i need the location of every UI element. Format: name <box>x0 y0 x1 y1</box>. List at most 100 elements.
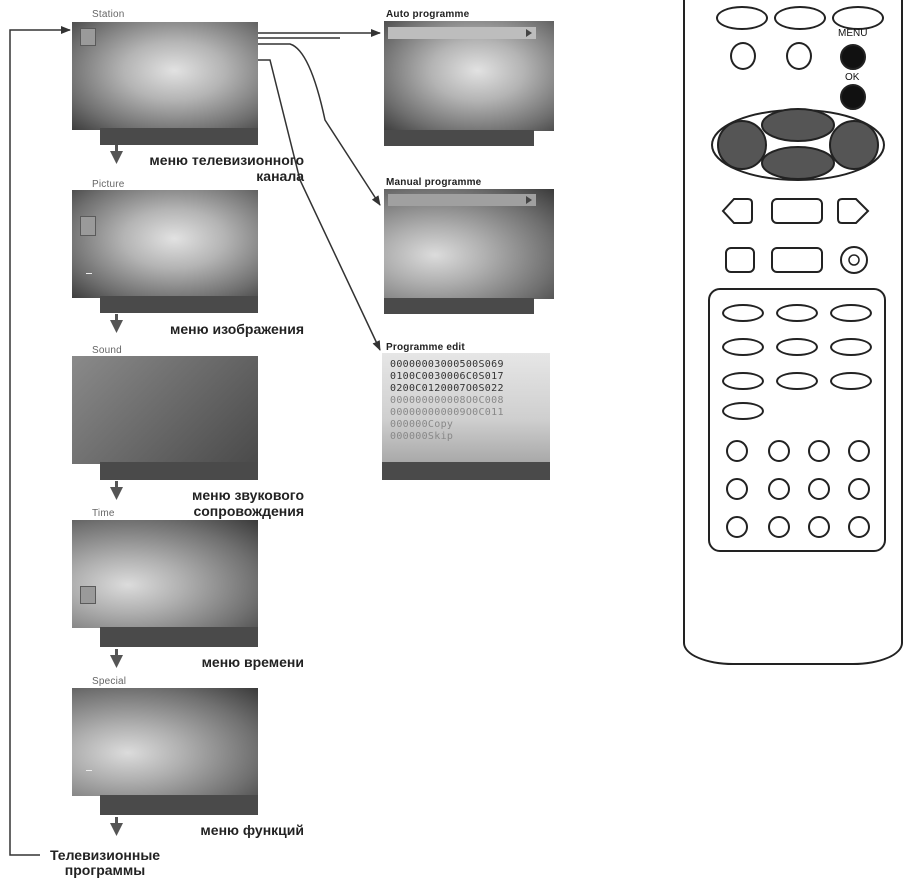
ok-button[interactable] <box>840 84 866 110</box>
nav-right-button <box>829 120 879 170</box>
auto-programme-screen <box>384 21 554 131</box>
remote-top-oval-button-2[interactable] <box>774 6 826 30</box>
menu-label: MENU <box>838 28 868 39</box>
auto-programme-title: Auto programme <box>386 9 470 20</box>
special-menu-screen <box>72 688 258 796</box>
station-menu-caption: меню телевизионного канала <box>149 152 304 184</box>
nav-down-button <box>761 146 835 180</box>
special-screen-title: Special <box>92 676 127 687</box>
pill-button[interactable] <box>722 304 764 322</box>
pill-button[interactable] <box>722 338 764 356</box>
keypad-panel <box>708 288 886 552</box>
programme-edit-list: 00000003000500S069 0100C0030006C0S017 02… <box>390 359 504 443</box>
programme-edit-screen-base <box>382 462 550 480</box>
picture-icon <box>80 216 96 236</box>
time-screen-base <box>100 627 258 647</box>
programme-edit-row: 0200C0120007O0S022 <box>390 383 504 394</box>
loop-back-line <box>9 26 71 856</box>
picture-screen-dash <box>86 273 92 274</box>
auto-programme-screen-base <box>384 130 534 146</box>
keypad-circle-button[interactable] <box>726 516 748 538</box>
manual-programme-highlight <box>388 194 536 206</box>
pill-button[interactable] <box>776 304 818 322</box>
nav-up-button <box>761 108 835 142</box>
down-arrow-time <box>110 649 123 668</box>
ok-label: OK <box>845 72 860 83</box>
station-icon <box>80 28 96 46</box>
keypad-circle-button[interactable] <box>808 516 830 538</box>
pill-button[interactable] <box>830 338 872 356</box>
picture-screen-base <box>100 296 258 313</box>
down-arrow-sound <box>110 481 123 500</box>
keypad-circle-button[interactable] <box>726 440 748 462</box>
programme-edit-title: Programme edit <box>386 342 465 353</box>
station-menu-screen <box>72 22 258 130</box>
arrow-to-programme-edit <box>258 59 381 351</box>
picture-screen-title: Picture <box>92 179 125 190</box>
time-screen-title: Time <box>92 508 115 519</box>
programme-edit-row: 000000000009O0C011 <box>390 407 504 418</box>
time-icon <box>80 586 96 604</box>
sound-screen-title: Sound <box>92 345 122 356</box>
keypad-circle-button[interactable] <box>808 440 830 462</box>
manual-programme-arrow-icon <box>526 196 532 204</box>
pill-button[interactable] <box>830 304 872 322</box>
pill-button[interactable] <box>722 402 764 420</box>
remote-top-oval-button-1[interactable] <box>716 6 768 30</box>
manual-programme-screen-base <box>384 298 534 314</box>
programme-edit-row: 000000000008O0C008 <box>390 395 504 406</box>
pill-button[interactable] <box>722 372 764 390</box>
down-arrow-picture <box>110 314 123 333</box>
remote-top-oval-button-3[interactable] <box>832 6 884 30</box>
manual-programme-screen <box>384 189 554 299</box>
remote-round-button-1[interactable] <box>730 42 756 70</box>
sound-screen-base <box>100 462 258 480</box>
special-menu-caption: меню функций <box>200 822 304 838</box>
picture-menu-caption: меню изображения <box>170 321 304 337</box>
keypad-circle-button[interactable] <box>768 516 790 538</box>
menu-button[interactable] <box>840 44 866 70</box>
nav-left-button <box>717 120 767 170</box>
auto-programme-highlight <box>388 27 536 39</box>
target-button-dot <box>848 254 860 266</box>
down-arrow-station <box>110 145 123 164</box>
center-rect-button <box>771 198 823 224</box>
station-screen-base <box>100 128 258 145</box>
down-arrow-special <box>110 817 123 836</box>
arrow-to-manual-programme <box>258 43 381 206</box>
keypad-circle-button[interactable] <box>848 440 870 462</box>
special-screen-dash <box>86 770 92 771</box>
auto-programme-arrow-icon <box>526 29 532 37</box>
keypad-circle-button[interactable] <box>848 478 870 500</box>
time-menu-caption: меню времени <box>201 654 304 670</box>
programme-edit-screen: 00000003000500S069 0100C0030006C0S017 02… <box>382 353 550 463</box>
station-screen-title: Station <box>92 9 125 20</box>
sound-menu-caption: меню звукового сопровождения <box>192 487 304 519</box>
time-menu-screen <box>72 520 258 628</box>
wide-rect-button <box>771 247 823 273</box>
programme-edit-row: 000000Copy <box>390 419 454 430</box>
programme-edit-row: 0100C0030006C0S017 <box>390 371 504 382</box>
pill-button[interactable] <box>776 338 818 356</box>
function-buttons <box>721 198 870 274</box>
right-arrow-shape-button <box>837 198 870 224</box>
keypad-circle-button[interactable] <box>768 440 790 462</box>
tv-programs-caption: Телевизионные программы <box>49 847 161 878</box>
keypad-circle-button[interactable] <box>726 478 748 500</box>
square-button <box>725 247 755 273</box>
picture-menu-screen <box>72 190 258 298</box>
remote-round-button-2[interactable] <box>786 42 812 70</box>
keypad-circle-button[interactable] <box>848 516 870 538</box>
manual-programme-title: Manual programme <box>386 177 482 188</box>
navigation-cluster <box>711 108 885 181</box>
keypad-circle-button[interactable] <box>768 478 790 500</box>
programme-edit-row: 000000Skip <box>390 431 454 442</box>
pill-button[interactable] <box>776 372 818 390</box>
sound-menu-screen <box>72 356 258 464</box>
programme-edit-row: 00000003000500S069 <box>390 359 504 370</box>
left-arrow-shape-button <box>721 198 753 224</box>
keypad-circle-button[interactable] <box>808 478 830 500</box>
special-screen-base <box>100 795 258 815</box>
pill-button[interactable] <box>830 372 872 390</box>
